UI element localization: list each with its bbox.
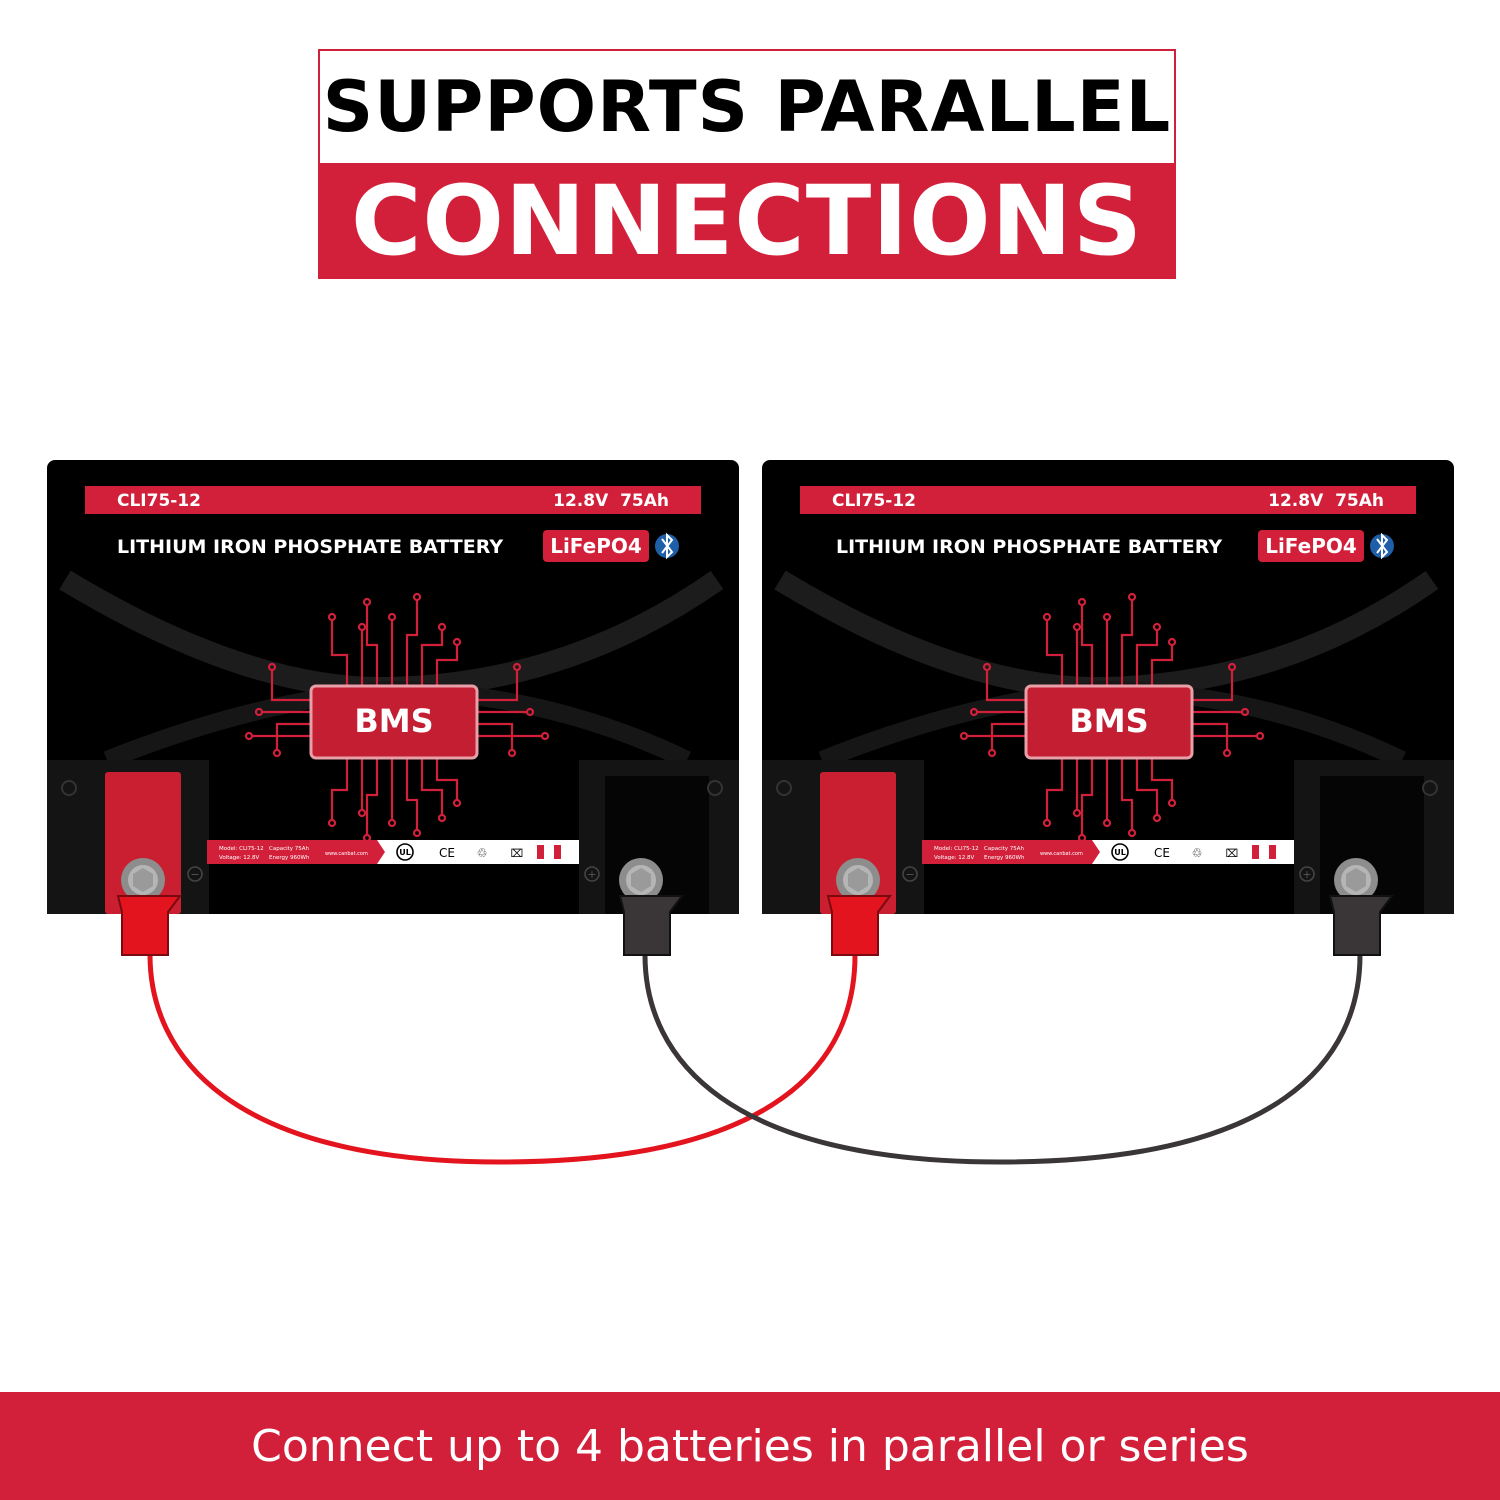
positive-symbol: + <box>587 868 596 881</box>
battery-rating: 12.8V 75Ah <box>553 491 669 511</box>
positive-lug-2 <box>826 895 892 956</box>
negative-lug-2 <box>1328 895 1394 956</box>
bms-chip-label: BMS <box>354 702 433 740</box>
negative-symbol: − <box>905 868 914 881</box>
title-text-1: SUPPORTS PARALLEL <box>322 66 1172 148</box>
title-text-2: CONNECTIONS <box>350 165 1144 277</box>
title-banner: SUPPORTS PARALLEL CONNECTIONS <box>318 49 1176 279</box>
battery-type-label: LITHIUM IRON PHOSPHATE BATTERY <box>117 536 503 558</box>
spec-site: www.canbat.com <box>1040 851 1083 857</box>
positive-symbol: + <box>1302 868 1311 881</box>
ul-mark-icon: UL <box>399 848 411 857</box>
ce-mark-icon: CE <box>439 846 455 860</box>
bin-crossed-icon: ⌧ <box>1226 847 1239 860</box>
negative-lug-1 <box>618 895 684 956</box>
spec-voltage: Voltage: 12.8V <box>934 855 974 861</box>
negative-symbol: − <box>190 868 199 881</box>
spec-site: www.canbat.com <box>325 851 368 857</box>
spec-energy: Energy 960Wh <box>984 855 1025 861</box>
spec-energy: Energy 960Wh <box>269 855 310 861</box>
title-line-1: SUPPORTS PARALLEL <box>320 51 1174 163</box>
battery-type-label: LITHIUM IRON PHOSPHATE BATTERY <box>836 536 1222 558</box>
battery-1: CLI75-12 12.8V 75Ah LITHIUM IRON PHOSPHA… <box>47 460 739 914</box>
bms-chip-label: BMS <box>1069 702 1148 740</box>
recycle-icon: ♲ <box>1192 846 1203 860</box>
ce-mark-icon: CE <box>1154 846 1170 860</box>
battery-rating: 12.8V 75Ah <box>1268 491 1384 511</box>
chem-badge: LiFePO4 <box>1265 534 1357 558</box>
chem-badge: LiFePO4 <box>550 534 642 558</box>
ul-mark-icon: UL <box>1114 848 1126 857</box>
title-line-2: CONNECTIONS <box>320 163 1174 279</box>
negative-cable <box>642 954 1363 1165</box>
spec-model: Model: CLI75-12 <box>219 846 264 852</box>
spec-voltage: Voltage: 12.8V <box>219 855 259 861</box>
battery-model: CLI75-12 <box>832 491 916 511</box>
positive-lug-1 <box>116 895 182 956</box>
positive-cable <box>147 954 858 1165</box>
spec-model: Model: CLI75-12 <box>934 846 979 852</box>
spec-capacity: Capacity 75Ah <box>984 846 1025 852</box>
battery-model: CLI75-12 <box>117 491 201 511</box>
battery-2: CLI75-12 12.8V 75Ah LITHIUM IRON PHOSPHA… <box>762 460 1454 914</box>
bin-crossed-icon: ⌧ <box>511 847 524 860</box>
spec-capacity: Capacity 75Ah <box>269 846 310 852</box>
footer-banner: Connect up to 4 batteries in parallel or… <box>0 1392 1500 1500</box>
footer-text: Connect up to 4 batteries in parallel or… <box>251 1420 1249 1472</box>
recycle-icon: ♲ <box>477 846 488 860</box>
